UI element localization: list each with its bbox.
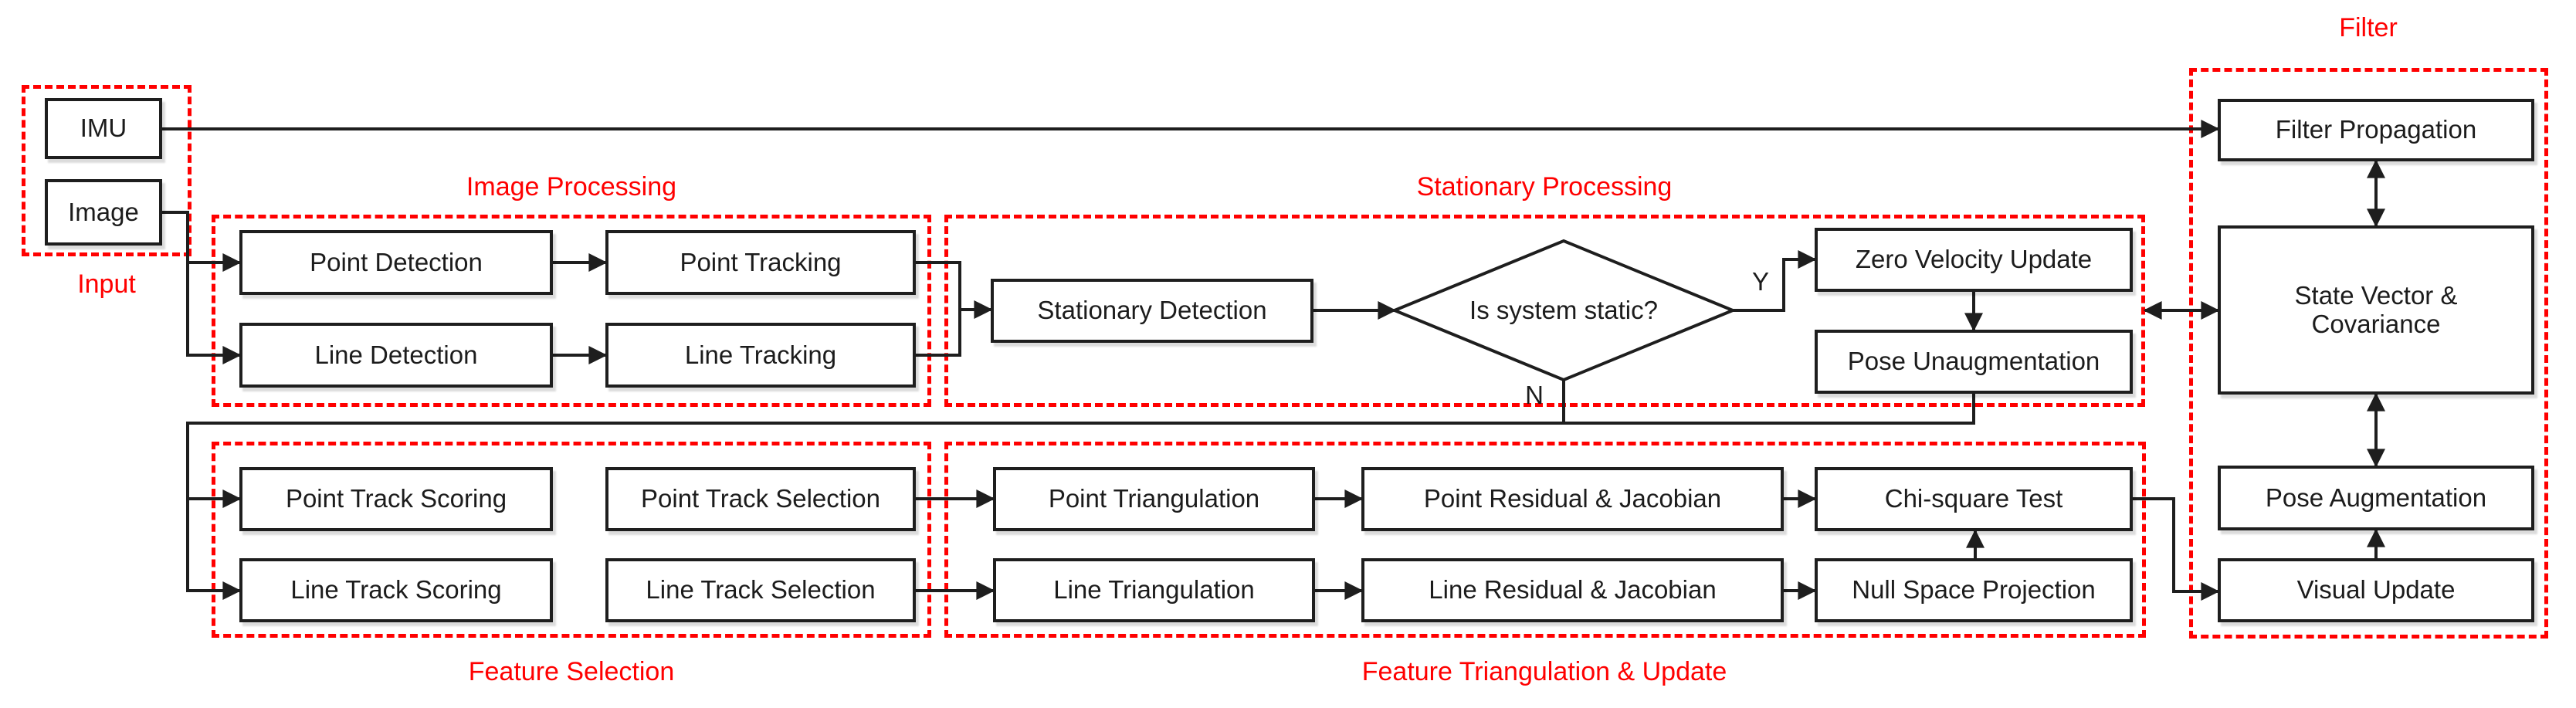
node-visual-update: Visual Update: [2218, 558, 2534, 622]
decision-question: Is system static?: [1469, 296, 1658, 324]
section-feature-triangulation-update-frame: [944, 442, 2146, 638]
section-input-frame: [22, 85, 192, 256]
node-point-detection: Point Detection: [239, 230, 553, 295]
section-image-processing-label: Image Processing: [466, 171, 677, 202]
section-feature-triangulation-update-label: Feature Triangulation & Update: [1361, 656, 1727, 686]
node-pose-unaugmentation: Pose Unaugmentation: [1815, 330, 2133, 394]
decision-diamond-shape: [1390, 239, 1737, 382]
section-filter-label: Filter: [2339, 12, 2398, 42]
node-line-track-selection: Line Track Selection: [605, 558, 916, 622]
node-line-triangulation: Line Triangulation: [993, 558, 1315, 622]
section-filter-frame: [2189, 68, 2548, 639]
node-point-track-selection: Point Track Selection: [605, 467, 916, 531]
node-image: Image: [45, 179, 162, 246]
node-state-vector-covariance: State Vector & Covariance: [2218, 225, 2534, 395]
node-filter-propagation: Filter Propagation: [2218, 99, 2534, 161]
node-line-detection: Line Detection: [239, 323, 553, 388]
decision-yes-label: Y: [1751, 267, 1769, 296]
node-imu: IMU: [45, 98, 162, 159]
section-feature-selection-label: Feature Selection: [468, 656, 675, 686]
node-point-tracking: Point Tracking: [605, 230, 916, 295]
section-input-label: Input: [77, 269, 136, 299]
section-stationary-processing-label: Stationary Processing: [1416, 171, 1673, 202]
node-line-residual-jacobian: Line Residual & Jacobian: [1361, 558, 1784, 622]
node-point-triangulation: Point Triangulation: [993, 467, 1315, 531]
node-stationary-detection: Stationary Detection: [991, 279, 1313, 343]
node-line-tracking: Line Tracking: [605, 323, 916, 388]
node-null-space-projection: Null Space Projection: [1815, 558, 2133, 622]
node-point-track-scoring: Point Track Scoring: [239, 467, 553, 531]
section-stationary-processing-frame: [944, 215, 2145, 407]
node-point-residual-jacobian: Point Residual & Jacobian: [1361, 467, 1784, 531]
node-chi-square-test: Chi-square Test: [1815, 467, 2133, 531]
node-line-track-scoring: Line Track Scoring: [239, 558, 553, 622]
decision-no-label: N: [1525, 381, 1544, 409]
section-image-processing-frame: [212, 215, 931, 407]
section-feature-selection-frame: [212, 442, 931, 638]
node-zero-velocity-update: Zero Velocity Update: [1815, 228, 2133, 292]
node-pose-augmentation: Pose Augmentation: [2218, 466, 2534, 530]
